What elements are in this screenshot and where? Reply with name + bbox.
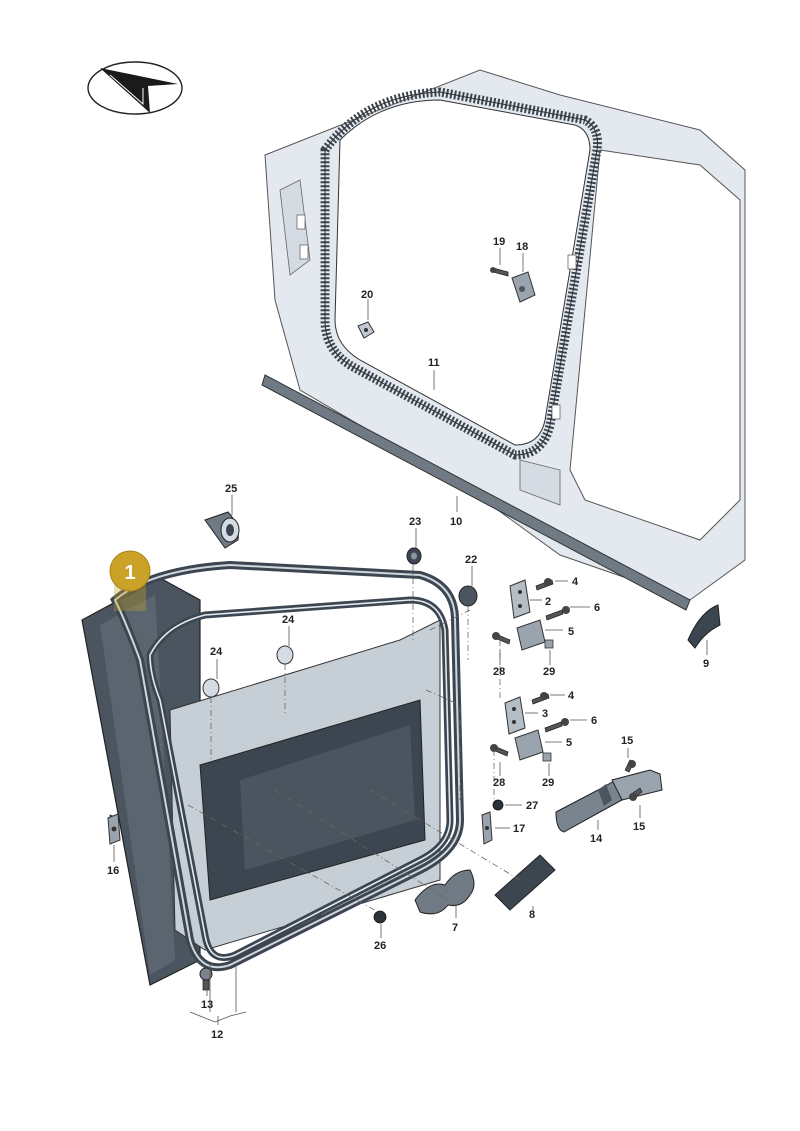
bolt-15a xyxy=(624,759,636,773)
callout-6b: 6 xyxy=(591,715,597,727)
callout-13: 13 xyxy=(201,999,213,1011)
callout-24b: 24 xyxy=(282,614,295,626)
bolt-4a xyxy=(535,578,554,591)
callout-15b: 15 xyxy=(633,821,645,833)
clip-nut xyxy=(357,321,375,339)
part-1-badge-label: 1 xyxy=(124,562,135,584)
striker-bolt xyxy=(490,267,509,277)
callout-27: 27 xyxy=(526,800,538,812)
callout-17: 17 xyxy=(513,823,525,835)
callout-12: 12 xyxy=(211,1029,223,1041)
striker-plate xyxy=(511,271,536,303)
callout-3: 3 xyxy=(542,708,548,720)
bolt-4b xyxy=(531,692,550,705)
callout-11: 11 xyxy=(428,357,440,369)
lower-hinge xyxy=(504,696,544,761)
callout-labels: 2 3 4 4 5 5 6 6 7 8 9 10 11 12 13 14 15 … xyxy=(107,236,709,1041)
callout-15a: 15 xyxy=(621,735,633,747)
callout-25: 25 xyxy=(225,483,237,495)
callout-26: 26 xyxy=(374,940,386,952)
callout-10: 10 xyxy=(450,516,462,528)
pad-8 xyxy=(494,854,556,911)
callout-9: 9 xyxy=(703,658,709,670)
foam-tape-roll xyxy=(204,511,240,549)
cap-29a xyxy=(544,639,554,649)
callout-6a: 6 xyxy=(594,602,600,614)
callout-29a: 29 xyxy=(543,666,555,678)
leader-lines xyxy=(113,248,708,1025)
callout-16: 16 xyxy=(107,865,119,877)
body-side-frame xyxy=(264,69,746,601)
callout-20: 20 xyxy=(361,289,373,301)
bolt-28a xyxy=(492,632,511,645)
nut-27 xyxy=(492,799,504,811)
callout-28a: 28 xyxy=(493,666,505,678)
callout-22: 22 xyxy=(465,554,477,566)
plug-23 xyxy=(406,547,422,565)
plug-24a xyxy=(202,678,220,698)
callout-18: 18 xyxy=(516,241,528,253)
cap-29b xyxy=(542,752,552,762)
door-seal xyxy=(110,560,465,972)
strip-9 xyxy=(687,604,721,649)
door-check-strap xyxy=(555,769,663,833)
callout-7: 7 xyxy=(452,922,458,934)
bolt-15b xyxy=(629,787,643,801)
insulation-7 xyxy=(414,869,475,915)
callout-5b: 5 xyxy=(566,737,572,749)
callout-28b: 28 xyxy=(493,777,505,789)
callout-4b: 4 xyxy=(568,690,575,702)
bracket-17 xyxy=(481,811,493,845)
plug-22 xyxy=(458,585,478,607)
upper-hinge xyxy=(509,579,546,651)
door-shell xyxy=(81,577,441,986)
inner-door-seal xyxy=(146,596,454,961)
callout-8: 8 xyxy=(529,909,535,921)
bolt-6b xyxy=(544,718,569,733)
handle-16 xyxy=(107,813,121,845)
bolt-13 xyxy=(199,967,213,991)
plug-24b xyxy=(276,645,294,665)
bolt-28b xyxy=(490,744,509,757)
callout-5a: 5 xyxy=(568,626,574,638)
callout-2: 2 xyxy=(545,596,551,608)
callout-4a: 4 xyxy=(572,576,579,588)
callout-24a: 24 xyxy=(210,646,223,658)
callout-14: 14 xyxy=(590,833,603,845)
callout-23: 23 xyxy=(409,516,421,528)
sill-trim-strip xyxy=(261,374,691,611)
plug-26 xyxy=(373,910,387,924)
bolt-6a xyxy=(545,606,570,621)
callout-29b: 29 xyxy=(542,777,554,789)
part-1-badge: 1 xyxy=(109,550,151,611)
callout-19: 19 xyxy=(493,236,505,248)
direction-symbol-icon xyxy=(87,61,183,115)
